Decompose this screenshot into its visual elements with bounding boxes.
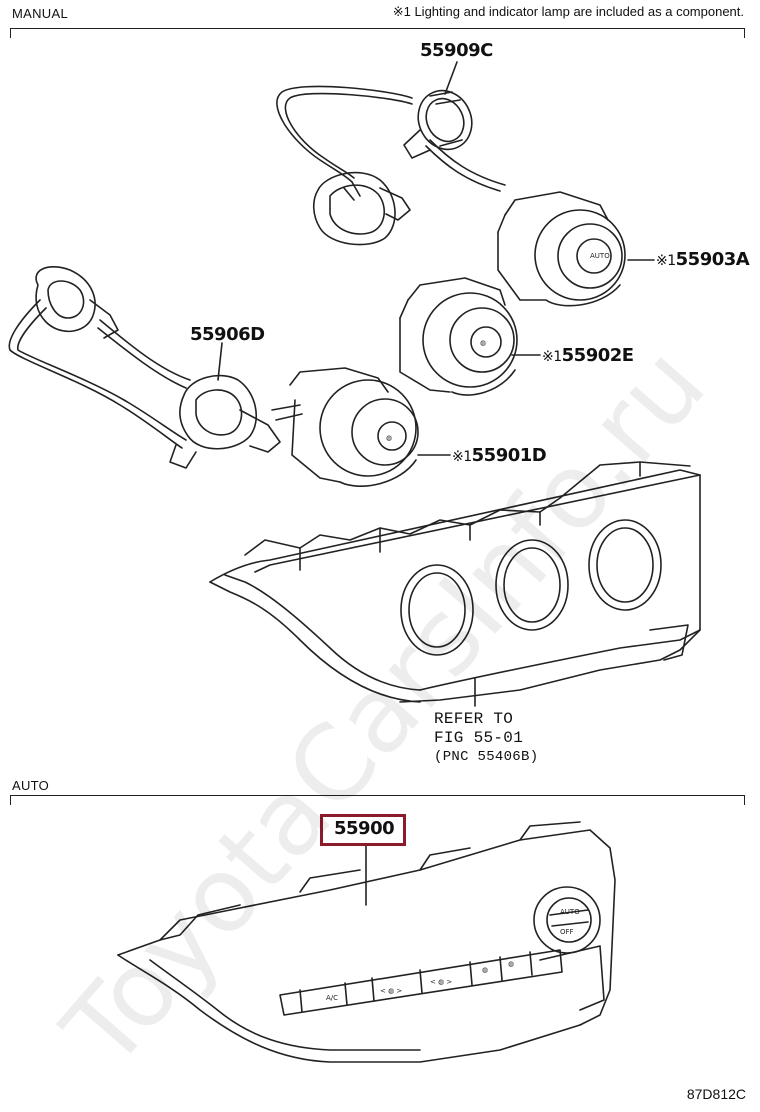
part-number-55906d: 55906D	[190, 324, 265, 345]
refer-line-1: REFER TO	[434, 710, 514, 728]
section-label-auto: AUTO	[12, 778, 50, 793]
component-note: ※1 Lighting and indicator lamp are inclu…	[392, 4, 744, 19]
leader-55906d	[217, 342, 223, 381]
section-label-manual: MANUAL	[12, 6, 68, 21]
highlighted-part-box[interactable]	[320, 814, 406, 846]
knob-55903a	[497, 191, 626, 307]
manual-section-bracket	[10, 28, 745, 38]
figure-code: 87D812C	[686, 1086, 746, 1102]
svg-text:AUTO: AUTO	[590, 252, 610, 260]
refer-line-2: FIG 55-01	[434, 729, 524, 747]
part-number-55909c: 55909C	[420, 40, 493, 61]
knob-55901d	[271, 367, 419, 487]
part-number-55902e: ※155902E	[542, 345, 634, 366]
svg-text:◍: ◍	[386, 434, 392, 442]
svg-text:< ◍ >: < ◍ >	[380, 987, 402, 995]
refer-line-3: (PNC 55406B)	[434, 749, 539, 765]
svg-text:AUTO: AUTO	[560, 908, 580, 916]
svg-text:◍: ◍	[482, 966, 488, 974]
svg-text:OFF: OFF	[560, 928, 574, 936]
leader-55909c	[444, 61, 458, 95]
auto-section-bracket	[10, 795, 745, 805]
auto-panel-assembly	[117, 821, 616, 1063]
refer-to-note: REFER TO FIG 55-01 (PNC 55406B)	[434, 710, 538, 767]
svg-text:◍: ◍	[508, 960, 514, 968]
knob-55902e	[399, 277, 518, 396]
svg-text:A/C: A/C	[326, 994, 338, 1002]
svg-text:< ◍ >: < ◍ >	[430, 978, 452, 986]
harness-55906d	[8, 266, 281, 469]
svg-text:◍: ◍	[480, 339, 486, 347]
manual-panel-bezel	[209, 461, 701, 703]
harness-55909c	[276, 85, 506, 246]
asterisk-mark: ※1	[542, 349, 562, 365]
part-number-55901d: ※155901D	[452, 445, 547, 466]
asterisk-mark: ※1	[452, 449, 472, 465]
part-number-55900[interactable]: 55900	[334, 818, 395, 839]
part-number-55903a: ※155903A	[656, 249, 750, 270]
asterisk-mark: ※1	[656, 253, 676, 269]
